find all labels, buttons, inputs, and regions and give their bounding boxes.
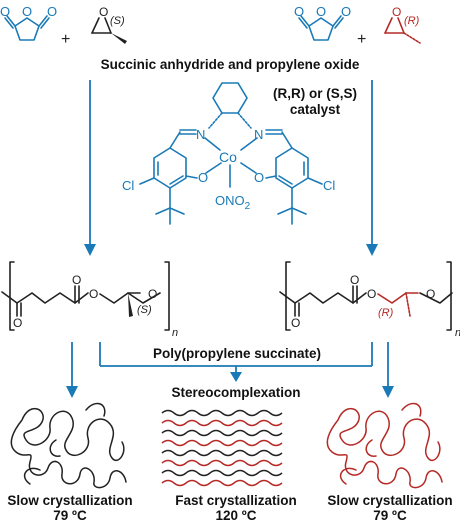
outcome-center-title: Fast crystallization [175, 493, 297, 508]
outcome-left-title: Slow crystallization [7, 493, 132, 508]
arrow-right-down [366, 80, 378, 256]
arrow-right-outcome [382, 342, 394, 398]
outcome-left-temp: 79 ºC [53, 508, 87, 523]
atom-o: O [294, 4, 304, 19]
repeat-n: n [172, 327, 178, 339]
atom-o: O [13, 316, 22, 330]
outcome-right-title: Slow crystallization [327, 493, 452, 508]
stereo-label-r: (R) [404, 15, 420, 27]
nitrate-label: ONO2 [215, 193, 251, 212]
atom-o: O [89, 287, 98, 301]
propylene-oxide-s: O (S) [91, 5, 127, 44]
atom-o: O [392, 5, 401, 19]
polymer-left-structure: O O O O (S) n [1, 261, 178, 339]
atom-o: O [291, 316, 300, 330]
coil-right-amorphous [326, 402, 443, 489]
stereo-label-s: (S) [137, 304, 152, 316]
succinic-anhydride-left: O O O [0, 4, 57, 41]
stereocomplexation-label: Stereocomplexation [171, 385, 300, 400]
atom-cl: Cl [323, 178, 335, 193]
atom-o: O [254, 170, 264, 185]
arrow-left-down [84, 80, 96, 256]
atom-o: O [0, 4, 10, 19]
salen-cobalt-catalyst: N N Co O O ONO2 Cl Cl [122, 82, 335, 225]
propylene-oxide-r: O (R) [384, 5, 421, 44]
succinic-anhydride-right: O O O [294, 4, 351, 41]
atom-n: N [196, 127, 205, 142]
plus-sign: + [61, 31, 70, 48]
atom-co: Co [219, 149, 237, 165]
catalyst-heading-line2: catalyst [290, 102, 341, 117]
atom-o: O [72, 273, 81, 287]
outcome-center-temp: 120 ºC [216, 508, 257, 523]
atom-n: N [254, 127, 263, 142]
atom-o: O [47, 4, 57, 19]
stereo-label-r: (R) [378, 307, 394, 319]
arrow-left-outcome [66, 342, 78, 398]
catalyst-heading-line1: (R,R) or (S,S) [273, 86, 357, 101]
atom-cl: Cl [122, 178, 134, 193]
polymer-name: Poly(propylene succinate) [153, 346, 321, 361]
atom-o: O [426, 287, 435, 301]
atom-o: O [148, 287, 157, 301]
atom-o: O [99, 5, 108, 19]
polymer-right-structure: O O O O (R) n [279, 261, 460, 339]
arrow-center-outcome [230, 366, 242, 382]
plus-sign: + [357, 31, 366, 48]
stereo-label-s: (S) [110, 15, 125, 27]
atom-o: O [22, 4, 32, 19]
repeat-n: n [455, 327, 460, 339]
atom-o: O [198, 170, 208, 185]
chains-center-aligned [161, 409, 283, 487]
atom-o: O [341, 4, 351, 19]
coil-left-amorphous [10, 402, 127, 489]
atom-o: O [367, 287, 376, 301]
atom-o: O [316, 4, 326, 19]
reactants-heading: Succinic anhydride and propylene oxide [101, 57, 360, 72]
outcome-right-temp: 79 ºC [373, 508, 407, 523]
atom-o: O [350, 273, 359, 287]
